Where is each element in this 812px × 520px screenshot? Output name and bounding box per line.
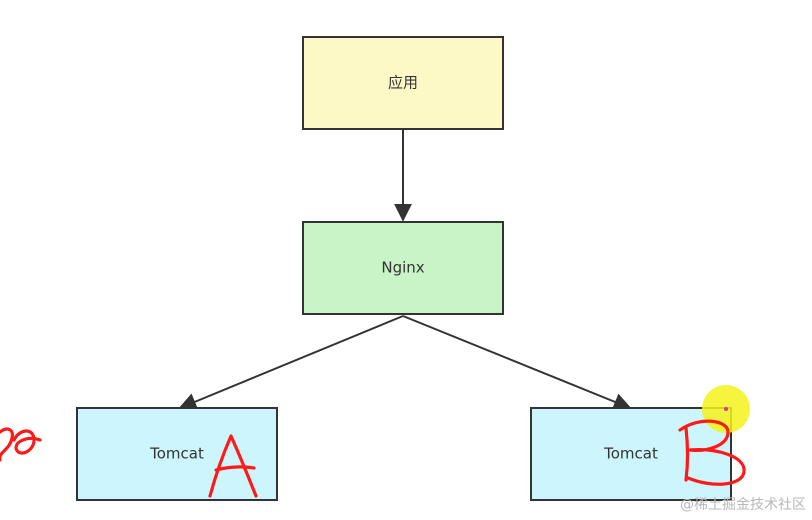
node-tomcat-a-box <box>76 407 278 501</box>
node-tomcat-b-label: Tomcat <box>603 445 658 463</box>
handwritten-letter-a <box>208 434 258 498</box>
node-nginx-label: Nginx <box>381 259 424 277</box>
node-app: 应用 <box>302 36 504 130</box>
cursor-dot-icon <box>724 407 728 411</box>
node-app-box <box>302 36 504 130</box>
node-tomcat-a: Tomcat <box>76 407 278 501</box>
edge-nginx-to-tomcat-b <box>402 315 632 411</box>
handwritten-scribble-left <box>0 427 42 462</box>
node-tomcat-a-label: Tomcat <box>149 445 204 463</box>
node-app-label: 应用 <box>388 74 418 92</box>
handwritten-letter-b <box>678 419 746 486</box>
node-nginx: Nginx <box>302 221 504 315</box>
watermark-text: @稀土掘金技术社区 <box>680 497 806 513</box>
node-nginx-box <box>302 221 504 315</box>
edge-nginx-to-tomcat-a <box>178 315 404 411</box>
handwritten-annotations <box>0 419 746 498</box>
